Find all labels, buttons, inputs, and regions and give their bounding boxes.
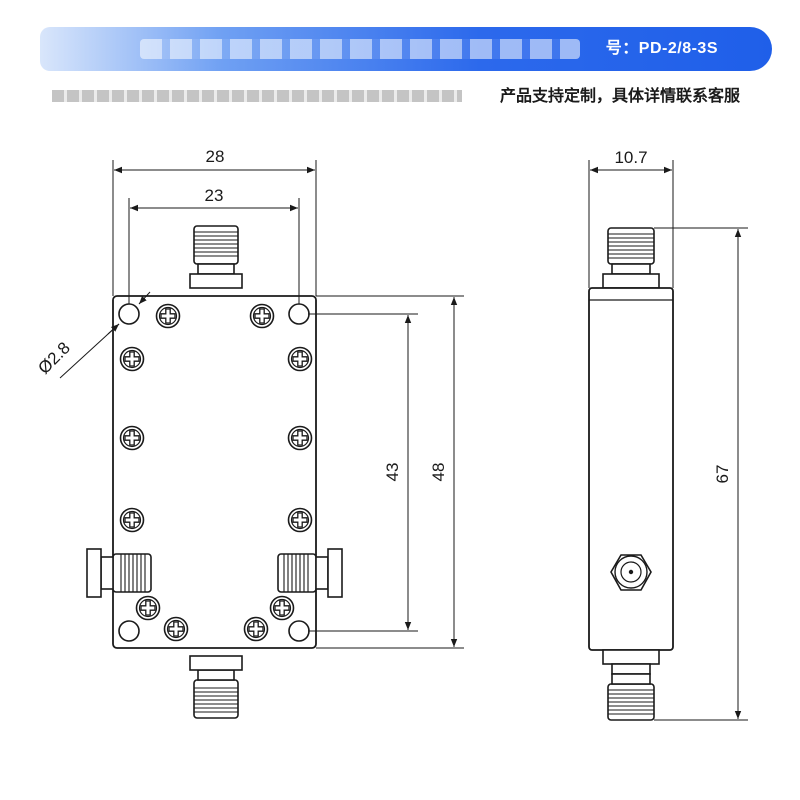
mounting-hole xyxy=(118,303,140,325)
model-label: 号：PD-2/8-3S xyxy=(605,40,718,57)
dim-label-diameter: Ø2.8 xyxy=(34,338,73,377)
screw-icon xyxy=(135,595,161,621)
left-connector xyxy=(86,548,152,598)
dim-label-43: 43 xyxy=(383,463,402,482)
screw-icon xyxy=(287,346,313,372)
mounting-hole xyxy=(118,620,140,642)
dim-overall-height: 67 xyxy=(654,227,748,721)
custom-notice: 产品支持定制，具体详情联系客服 xyxy=(500,88,741,105)
side-view: 10.7 67 xyxy=(588,148,748,721)
dim-label-67: 67 xyxy=(713,465,732,484)
dim-label-23: 23 xyxy=(205,186,224,205)
side-body xyxy=(588,287,674,651)
dim-body-height: 48 xyxy=(316,295,464,649)
screw-icon xyxy=(119,425,145,451)
side-port-nut xyxy=(610,554,652,591)
mounting-hole xyxy=(288,303,310,325)
screw-icon xyxy=(287,507,313,533)
screw-icon xyxy=(287,425,313,451)
front-view: 28 23 Ø2.8 43 48 xyxy=(34,147,464,719)
screw-icon xyxy=(119,346,145,372)
front-body xyxy=(112,295,317,649)
dim-width: 28 xyxy=(112,147,317,296)
dim-label-10-7: 10.7 xyxy=(614,148,647,167)
blurred-subtitle-text xyxy=(52,90,462,102)
screw-icon xyxy=(269,595,295,621)
screw-icon xyxy=(243,616,269,642)
screw-icon xyxy=(163,616,189,642)
dim-thickness: 10.7 xyxy=(588,148,674,288)
blurred-title-text xyxy=(140,39,580,59)
bottom-connector xyxy=(189,655,243,719)
dim-label-48: 48 xyxy=(429,463,448,482)
subtitle-line: 产品支持定制，具体详情联系客服 xyxy=(0,85,800,109)
top-connector xyxy=(189,225,243,289)
title-banner: 号：PD-2/8-3S xyxy=(40,27,772,71)
dim-vertical-hole-spacing: 43 xyxy=(308,313,418,632)
right-connector xyxy=(277,548,343,598)
mounting-hole xyxy=(288,620,310,642)
dim-hole-spacing: 23 xyxy=(128,186,300,304)
screw-icon xyxy=(155,303,181,329)
screw-icon xyxy=(249,303,275,329)
dim-label-28: 28 xyxy=(206,147,225,166)
screw-icon xyxy=(119,507,145,533)
